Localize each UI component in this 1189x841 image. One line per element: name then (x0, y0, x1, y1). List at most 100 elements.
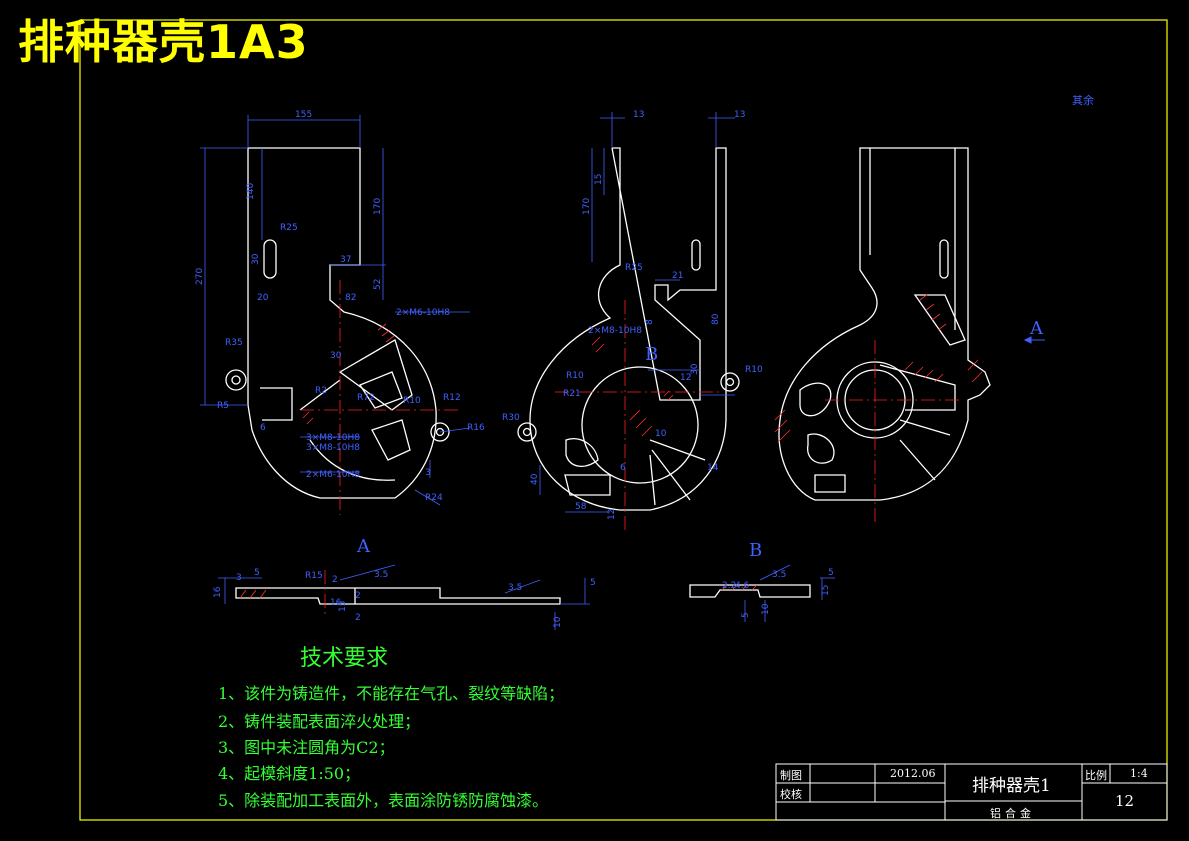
section-a-dim-text: 5 16 3 R15 2 3.5 3.5 10 16 15 5 2 2 (213, 568, 596, 628)
dim-37: 37 (340, 255, 351, 265)
dim-15: 15 (594, 174, 604, 185)
dim-52: 52 (373, 279, 383, 290)
right-view-hatch (774, 293, 983, 443)
side-view-dims (539, 112, 735, 513)
thread-callout-1: 2×M6-10H8 (396, 308, 450, 318)
title-block-scale-label: 比例 (1085, 769, 1107, 782)
dim-r16: R16 (467, 423, 485, 433)
side-view-centerlines (555, 300, 720, 530)
dim-58: 58 (575, 502, 587, 512)
dim-13b: 13 (734, 110, 745, 120)
front-view-centerlines (300, 280, 460, 515)
dim-12b: 12 (607, 509, 617, 520)
dim-170: 170 (373, 198, 383, 215)
section-b-hatch (721, 584, 758, 591)
dim-140: 140 (246, 183, 256, 200)
dim-30b: 30 (330, 351, 342, 361)
section-b-dims (744, 564, 835, 622)
dim-a-16b: 16 (330, 598, 342, 608)
view-b-arrow-label: B (645, 344, 659, 365)
dim-a-15: 15 (338, 601, 348, 612)
dim-b-5b: 5 (741, 612, 751, 618)
title-block-material: 铝合金 (990, 807, 1035, 820)
dim-6-side: 6 (620, 463, 626, 473)
thread-callout-4: 2×M6-10H8 (306, 470, 360, 480)
dim-a-r15: R15 (305, 571, 323, 581)
title-block (775, 763, 1168, 821)
side-view-hatch (591, 336, 674, 437)
dim-14: 14 (707, 463, 719, 473)
dim-r2: R2 (315, 386, 327, 396)
dim-r21: R21 (563, 389, 581, 399)
dim-a-16: 16 (213, 586, 223, 598)
tech-requirement-4: 4、起模斜度1:50； (218, 764, 361, 783)
dim-r30: R30 (502, 413, 520, 423)
title-block-scale-value: 1:4 (1130, 767, 1148, 780)
sheet-frame (79, 19, 1168, 821)
dim-13a: 13 (633, 110, 644, 120)
right-view (778, 147, 991, 501)
dim-r72: R72 (357, 393, 375, 403)
dim-155: 155 (295, 110, 312, 120)
dim-b-5: 5 (828, 568, 834, 578)
tech-requirement-2: 2、铸件装配表面淬火处理； (218, 712, 421, 731)
dim-170-side: 170 (582, 198, 592, 215)
title-block-drawn-label: 制图 (780, 769, 802, 782)
dim-10: 10 (655, 429, 667, 439)
front-view (225, 147, 450, 499)
dim-b-2-2: 2.2 (722, 581, 736, 591)
thread-callout-3: 3×M8-10H8 (306, 443, 360, 453)
dim-b-10: 10 (761, 603, 771, 615)
dim-r10: R10 (403, 396, 421, 406)
dim-12: 12 (680, 373, 691, 383)
dim-3: 3 (425, 468, 431, 478)
dim-r35: R35 (225, 338, 243, 348)
tech-requirement-1: 1、该件为铸造件，不能存在气孔、裂纹等缺陷； (218, 684, 565, 703)
section-b-dim-text: 3.5 2.2 4.6 5 10 5 15 (722, 568, 834, 618)
dim-40: 40 (530, 473, 540, 485)
section-a-label: A (357, 536, 370, 557)
view-a-arrow (1023, 336, 1045, 344)
thread-callout-2: 3×M8-10H8 (306, 433, 360, 443)
dim-8: 8 (645, 319, 655, 325)
section-a-hatch (239, 589, 267, 599)
dim-270: 270 (195, 268, 205, 285)
side-view-dim-text: 13 13 15 170 R25 21 8 80 30 R10 R10 R30 … (502, 110, 763, 520)
thread-callout-5: 2×M8-10H8 (588, 326, 642, 336)
dim-a-2c: 2 (355, 613, 361, 623)
drawing-title: 排种器壳1A3 (18, 15, 309, 69)
dim-b-4-6: 4.6 (735, 581, 750, 591)
title-block-part-name: 排种器壳1 (972, 776, 1051, 796)
side-view (517, 147, 740, 511)
dim-a-5: 5 (254, 568, 260, 578)
dim-6: 6 (260, 423, 266, 433)
view-a-arrow-label: A (1030, 318, 1043, 339)
dim-r25-side: R25 (625, 263, 643, 273)
title-block-checked-label: 校核 (780, 788, 802, 801)
dim-30-side: 30 (690, 363, 700, 375)
dim-20: 20 (257, 293, 269, 303)
surface-finish-note: 其余 (1072, 94, 1094, 107)
dim-a-3: 3 (236, 573, 242, 583)
dim-30: 30 (251, 253, 261, 265)
dim-82: 82 (345, 293, 356, 303)
dim-r12: R12 (443, 393, 461, 403)
tech-requirement-5: 5、除装配加工表面外，表面涂防锈防腐蚀漆。 (218, 791, 549, 810)
front-view-dim-text: 155 140 170 270 30 20 37 82 52 30 R35 R2… (195, 110, 485, 503)
section-b-label: B (749, 540, 763, 561)
dim-r10a: R10 (566, 371, 584, 381)
dim-r10b: R10 (745, 365, 763, 375)
dim-r25: R25 (280, 223, 298, 233)
tech-requirements-title: 技术要求 (300, 646, 389, 671)
dim-80: 80 (711, 313, 721, 325)
front-view-dims (200, 115, 471, 506)
tech-requirement-3: 3、图中未注圆角为C2； (218, 738, 395, 757)
dim-a-5b: 5 (590, 578, 596, 588)
title-block-sheet-number: 12 (1115, 792, 1135, 810)
dim-a-3-5a: 3.5 (374, 570, 388, 580)
dim-a-3-5b: 3.5 (508, 583, 522, 593)
dim-21: 21 (672, 271, 683, 281)
dim-r5: R5 (217, 401, 229, 411)
